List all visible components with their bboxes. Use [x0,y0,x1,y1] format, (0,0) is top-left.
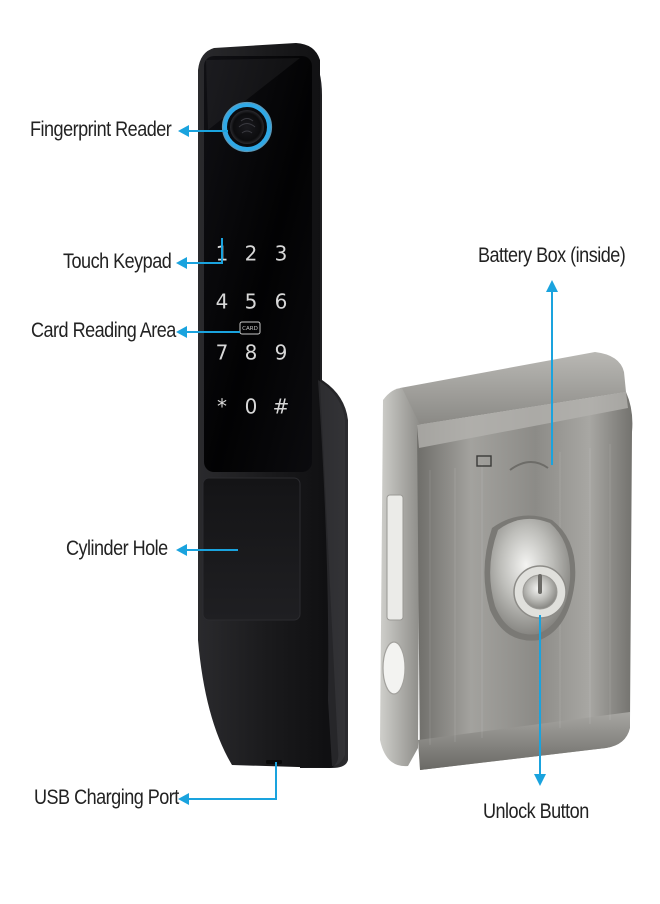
unlock-knob[interactable] [484,515,576,641]
keypad-key[interactable]: 3 [275,242,288,266]
battery-callout-arrow [546,280,558,292]
touch-keypad: 1 2 3 4 5 6 7 8 9 * 0 # [216,242,290,419]
cylinder-callout-arrow [176,544,187,556]
label-touch-keypad: Touch Keypad [63,250,172,273]
box-bottom-lip [418,712,630,770]
glass-panel [204,56,312,472]
label-usb-charging-port: USB Charging Port [34,786,179,809]
usb-port [266,760,282,764]
lock-body-highlight [318,380,345,766]
label-fingerprint-reader: Fingerprint Reader [30,118,172,141]
label-cylinder-hole: Cylinder Hole [66,537,168,560]
keypad-key[interactable]: # [273,395,290,419]
callouts [176,125,558,805]
keypad-key[interactable]: * [217,395,227,419]
keypad-lock: 1 2 3 4 5 6 7 8 9 * 0 # CARD [198,43,348,768]
usb-callout-line [188,762,277,800]
keypad-key[interactable]: 9 [275,341,288,365]
keypad-key[interactable]: 7 [216,341,229,365]
keypad-key[interactable]: 0 [245,395,258,419]
fingerprint-icon [221,101,273,153]
keypad-callout-arrow [176,257,187,269]
usb-callout-arrow [178,793,189,805]
box-top-face [400,352,626,425]
label-unlock-button: Unlock Button [483,800,589,823]
fingerprint-callout-arrow [178,125,189,137]
unlock-callout-arrow [534,774,546,786]
emblem [476,455,492,467]
card-callout-arrow [176,326,187,338]
keypad-key[interactable]: 8 [245,341,258,365]
keypad-key[interactable]: 5 [245,290,258,314]
latch-hole [382,641,406,695]
keypad-key[interactable]: 2 [245,242,258,266]
box-front-ledge [417,392,628,448]
keypad-key[interactable]: 6 [275,290,288,314]
label-card-reading-area: Card Reading Area [31,319,176,342]
brushed-texture [429,444,611,745]
keypad-callout-line [186,238,223,264]
card-reader-icon: CARD [239,321,261,335]
battery-box-mark [509,461,549,471]
card-icon-text: CARD [242,326,258,332]
bolt-slot [386,494,404,621]
label-battery-box: Battery Box (inside) [478,244,626,267]
rim-lock-box [380,352,633,770]
keypad-key[interactable]: 4 [216,290,229,314]
